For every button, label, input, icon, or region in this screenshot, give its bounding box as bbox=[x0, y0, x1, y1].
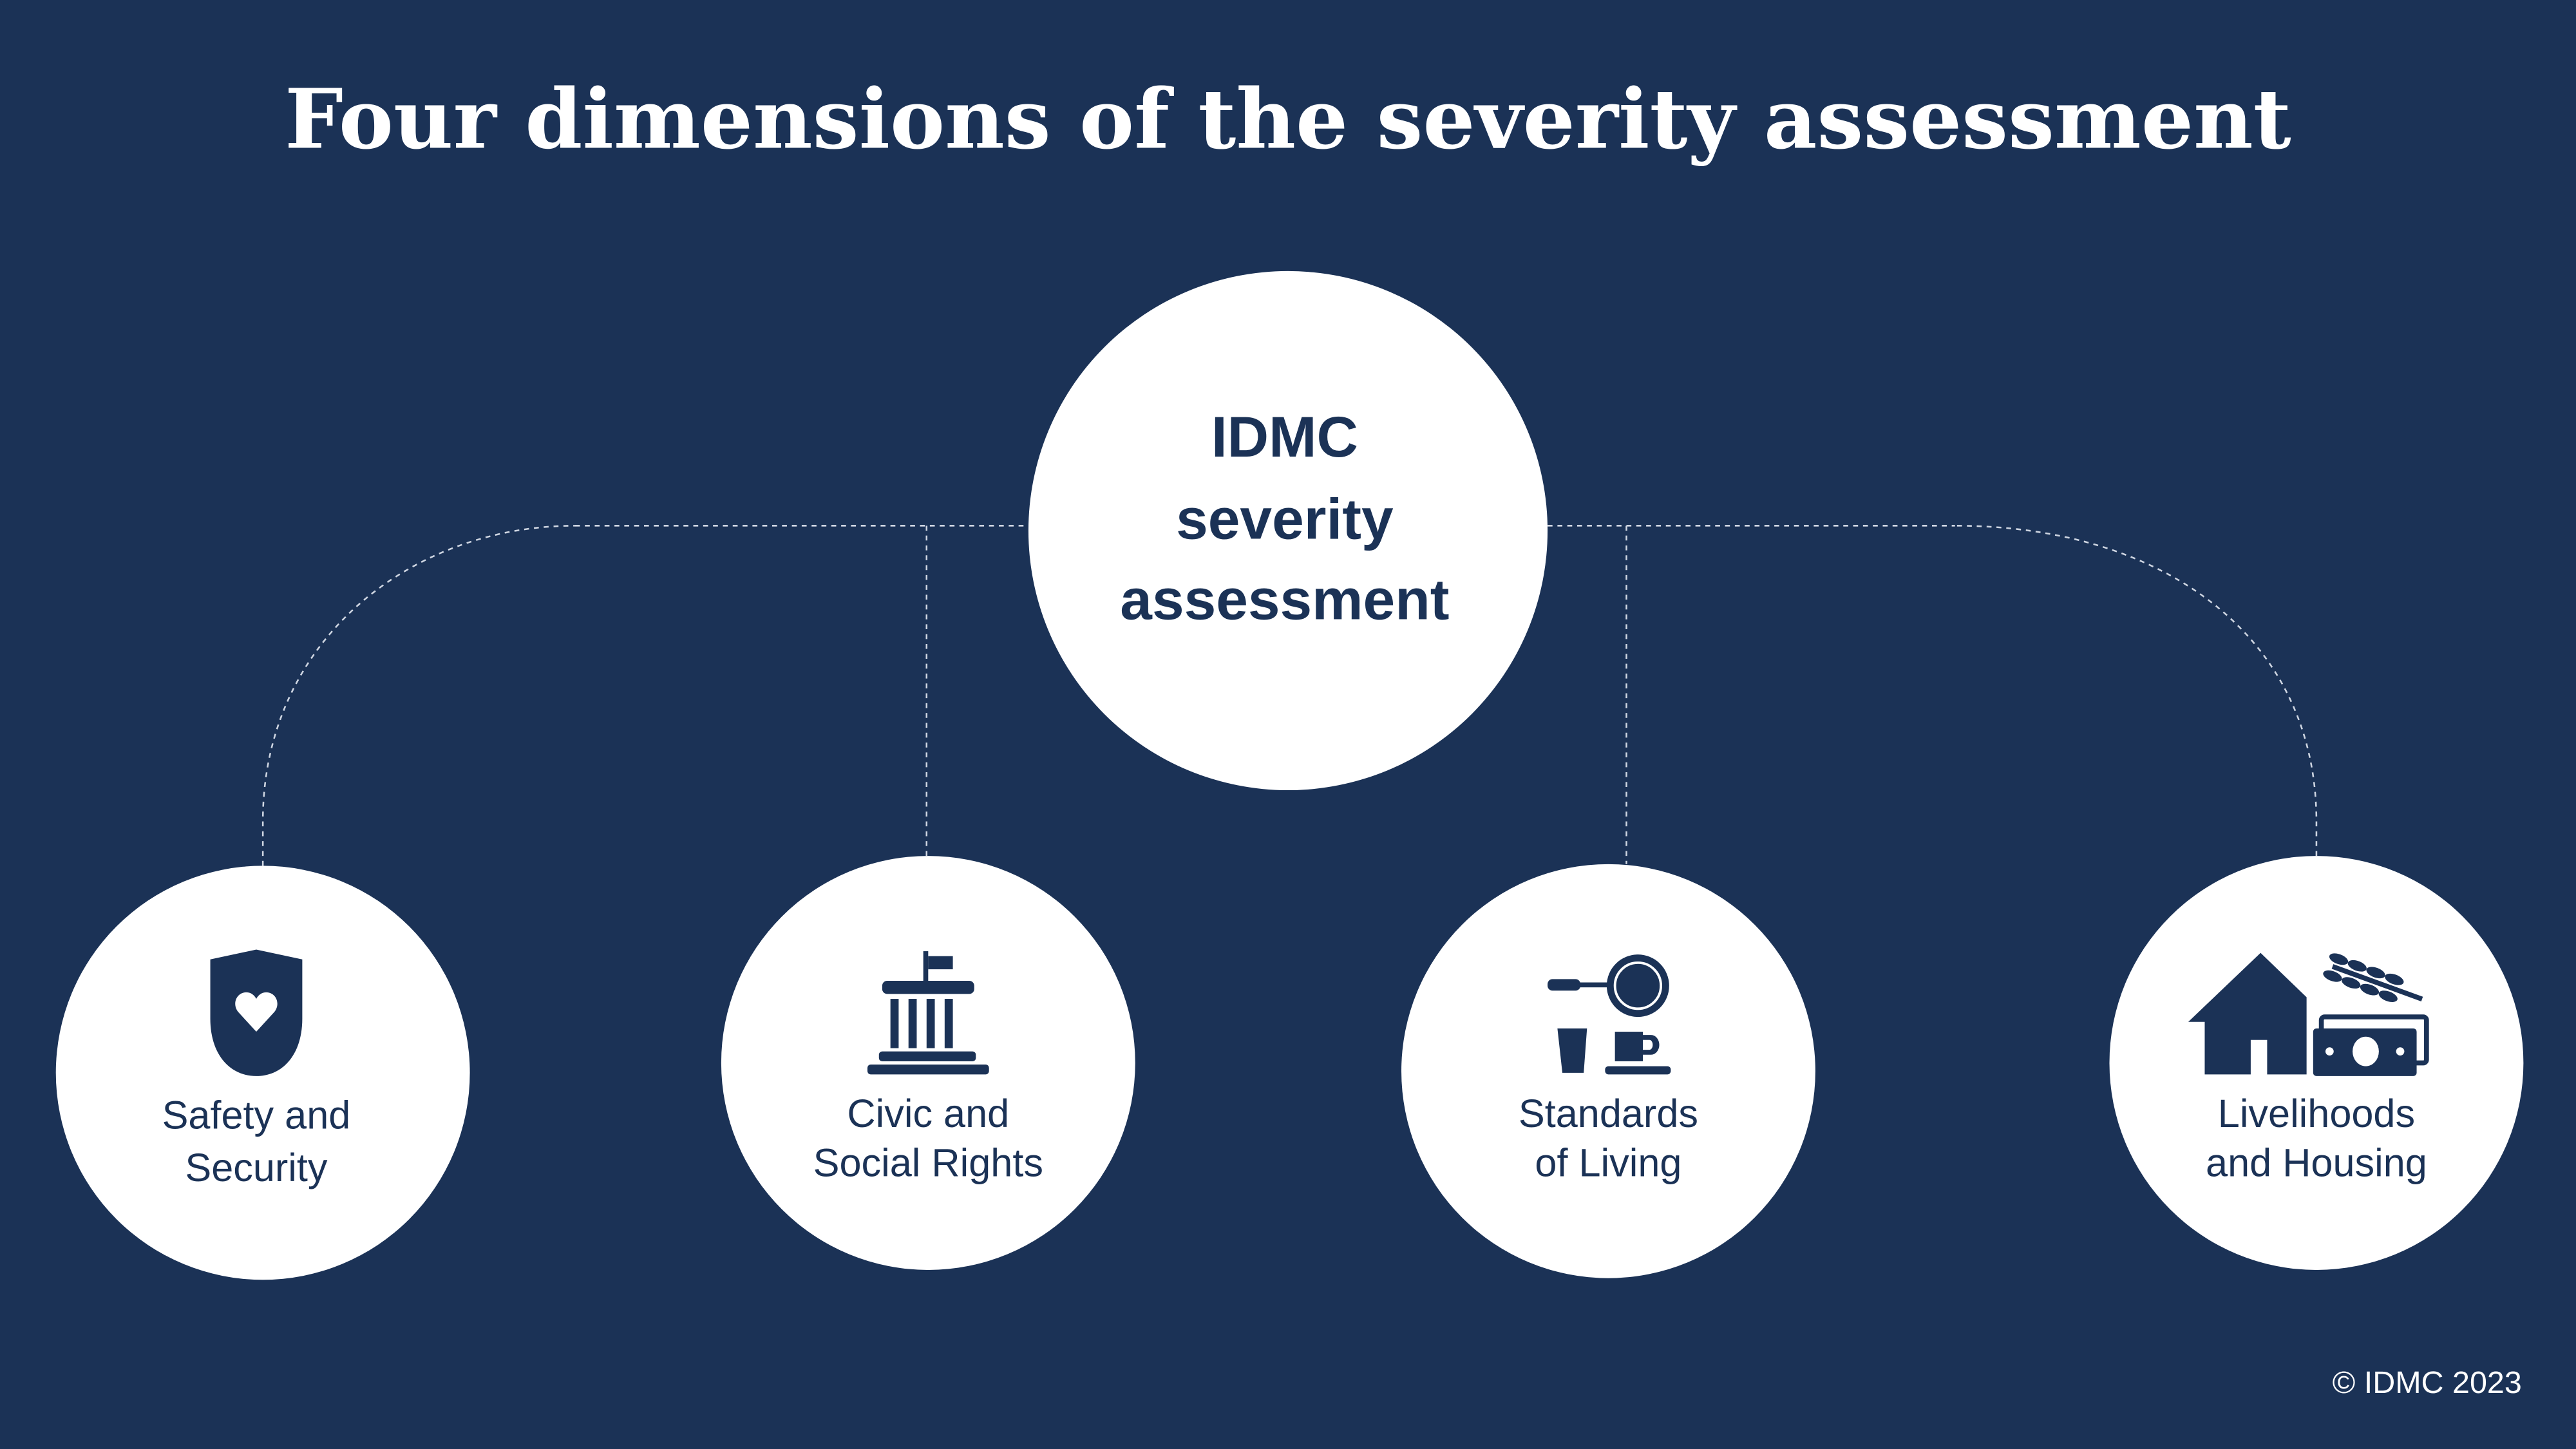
dimension-label-line2: of Living bbox=[1535, 1141, 1681, 1185]
dimension-label-line1: Livelihoods bbox=[2218, 1092, 2415, 1135]
dimension-livelihoods-housing: Livelihoods and Housing bbox=[2109, 856, 2524, 1270]
center-label-line2: severity bbox=[1176, 487, 1394, 551]
pan-cup-icon bbox=[1548, 954, 1671, 1075]
dimension-safety-security: Safety and Security bbox=[55, 866, 470, 1280]
dimension-standards-of-living: Standards of Living bbox=[1401, 864, 1815, 1278]
government-building-icon bbox=[867, 951, 989, 1075]
house-money-icon bbox=[2188, 952, 2429, 1076]
center-circle bbox=[1028, 270, 1548, 791]
center-label-line1: IDMC bbox=[1211, 404, 1358, 469]
shield-heart-icon bbox=[210, 949, 303, 1076]
center-label-line3: assessment bbox=[1120, 567, 1449, 632]
dimension-label-line2: Security bbox=[185, 1146, 328, 1189]
dimension-label-line2: Social Rights bbox=[813, 1141, 1043, 1185]
dimension-label-line1: Standards bbox=[1519, 1092, 1698, 1135]
dimension-circle bbox=[721, 856, 1135, 1270]
dimension-label-line2: and Housing bbox=[2206, 1141, 2427, 1185]
connectors bbox=[261, 525, 2318, 866]
page-title: Four dimensions of the severity assessme… bbox=[285, 71, 2291, 168]
dimension-civic-social-rights: Civic and Social Rights bbox=[721, 856, 1135, 1270]
dimension-label-line1: Civic and bbox=[847, 1092, 1009, 1135]
dimension-label-line1: Safety and bbox=[162, 1094, 351, 1137]
center-node: IDMC severity assessment bbox=[1028, 270, 1548, 791]
copyright: © IDMC 2023 bbox=[2333, 1365, 2522, 1400]
connector-livelihoods bbox=[1955, 525, 2318, 857]
connector-safety bbox=[261, 525, 575, 866]
